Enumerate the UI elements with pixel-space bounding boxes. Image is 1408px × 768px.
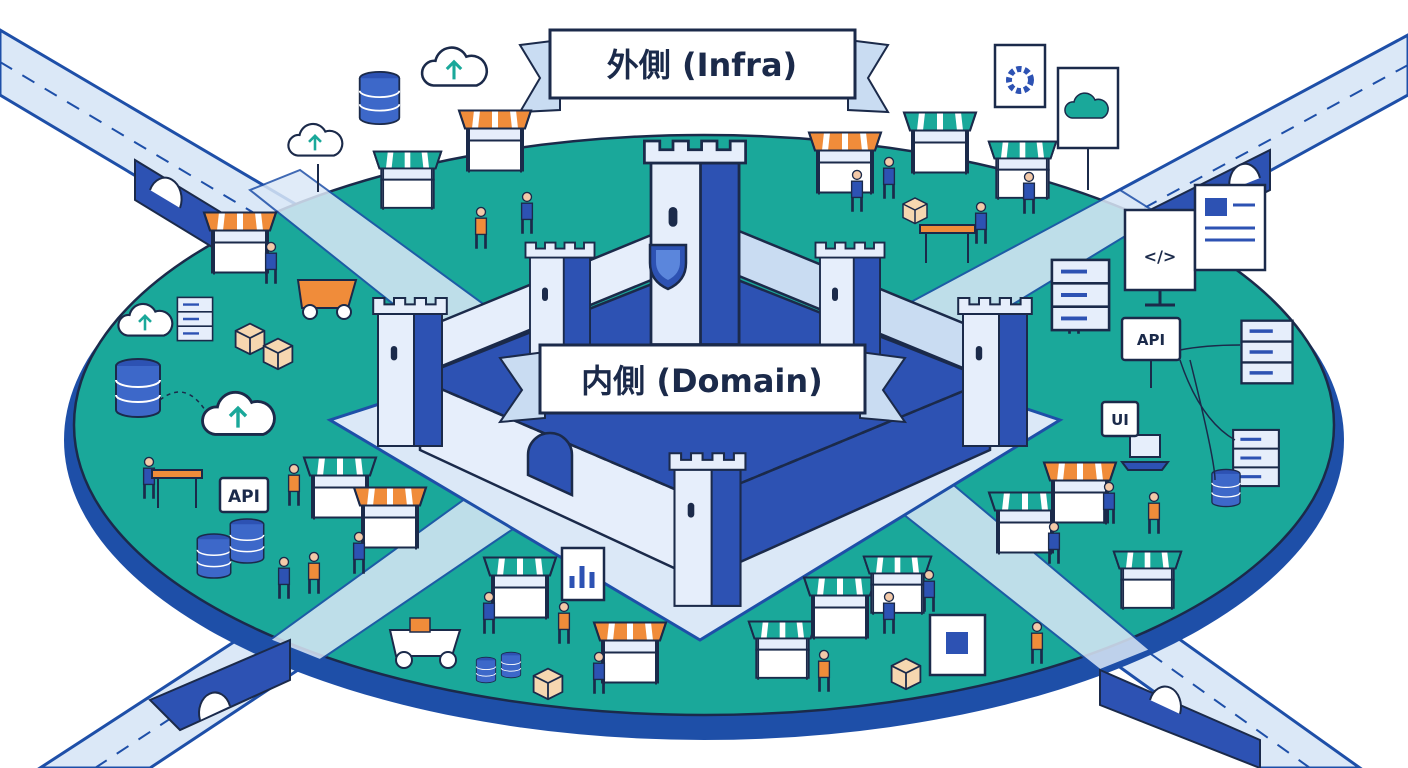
market-stall-icon: [749, 622, 817, 680]
server-icon: [175, 295, 215, 343]
server-icon: [1049, 257, 1112, 333]
database-icon: [229, 518, 265, 564]
database-icon: [358, 70, 401, 126]
market-stall-icon: [374, 152, 442, 210]
sign-ui: UI: [1100, 400, 1140, 438]
market-stall-icon: [864, 557, 932, 615]
market-stall-icon: [804, 578, 876, 640]
market-stall-icon: [904, 113, 976, 175]
server-icon: [1241, 321, 1292, 384]
cart-icon: [388, 617, 462, 669]
market-stall-icon: [1114, 552, 1182, 610]
chart-icon: [560, 546, 606, 602]
box-icon: [234, 322, 266, 356]
inner-banner: 内側 (Domain): [497, 343, 908, 424]
box-icon: [890, 657, 922, 691]
castle-keep: [642, 139, 748, 347]
sign-api-right-label: API: [1137, 331, 1165, 349]
database-icon: [1211, 468, 1241, 508]
box-icon: [262, 337, 294, 371]
sign-api-right: API: [1120, 316, 1182, 388]
tower-south: [668, 452, 747, 608]
database-icon: [114, 357, 162, 419]
cart-icon: [296, 279, 358, 320]
gear-icon: [993, 43, 1047, 109]
database-icon: [500, 651, 522, 679]
chip-screen-icon: [928, 613, 987, 677]
tower-west: [372, 296, 448, 448]
inner-banner-label: 内側 (Domain): [581, 362, 823, 400]
box-icon: [532, 667, 564, 701]
web-monitor: [1193, 183, 1267, 272]
code-monitor: </>: [1123, 208, 1197, 307]
sign-api-left-label: API: [228, 487, 260, 507]
tower-east: [957, 296, 1033, 448]
database-icon: [475, 656, 497, 684]
laptop-icon: [1120, 434, 1170, 471]
desk: [151, 224, 976, 508]
sign-ui-label: UI: [1111, 411, 1129, 429]
database-icon: [196, 533, 232, 579]
outer-banner: 外側 (Infra): [518, 28, 890, 114]
code-glyph: </>: [1144, 247, 1177, 266]
market-stall-icon: [354, 488, 426, 550]
infra-icons: </>: [114, 43, 1293, 701]
castle-gate: [526, 431, 574, 497]
cloud-upload-icon: [1056, 66, 1120, 190]
outer-banner-label: 外側 (Infra): [607, 46, 797, 84]
market-stall-icon: [809, 133, 881, 195]
market-stall-icon: [989, 142, 1057, 200]
market-stall-icon: [459, 111, 531, 173]
sign-api-left: API: [218, 476, 270, 514]
box-icon: [902, 197, 928, 225]
